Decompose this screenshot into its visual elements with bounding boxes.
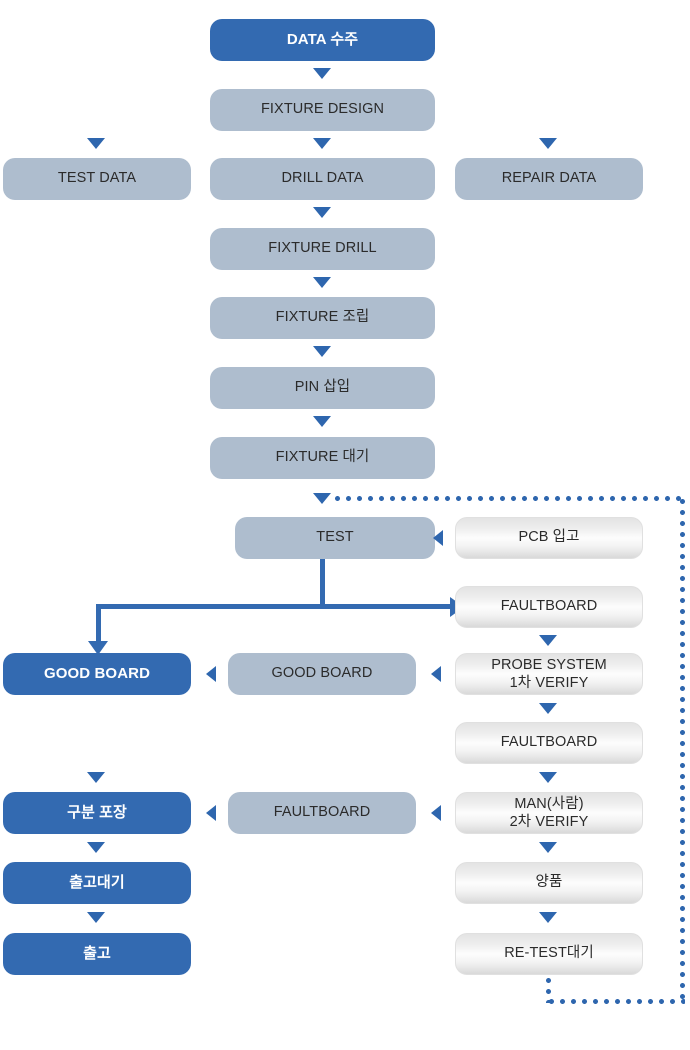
arrow-down-icon — [313, 277, 331, 288]
node-label: DATA 수주 — [286, 31, 359, 49]
node-label: FIXTURE 대기 — [275, 449, 370, 466]
node-faultboard-1[interactable]: FAULTBOARD — [455, 586, 643, 628]
arrow-down-icon — [87, 842, 105, 853]
arrow-down-icon — [539, 842, 557, 853]
node-label: FIXTURE DESIGN — [260, 101, 385, 118]
node-label: 구분 포장 — [67, 804, 127, 822]
node-label: FAULTBOARD — [500, 598, 598, 615]
node-label: PROBE SYSTEM 1차 VERIFY — [491, 656, 607, 691]
arrow-down-icon — [87, 772, 105, 783]
arrow-down-icon — [539, 772, 557, 783]
node-label: 출고대기 — [69, 874, 125, 892]
node-good-board-out[interactable]: GOOD BOARD — [3, 653, 191, 695]
node-good-board-mid[interactable]: GOOD BOARD — [228, 653, 416, 695]
node-test[interactable]: TEST — [235, 517, 435, 559]
node-label: FIXTURE 조립 — [275, 309, 370, 326]
arrow-down-icon — [313, 416, 331, 427]
node-faultboard-2[interactable]: FAULTBOARD — [455, 722, 643, 764]
node-label: TEST DATA — [57, 170, 137, 187]
connector-test-split-horizontal — [96, 604, 454, 609]
feedback-dotted-right-rail — [680, 496, 685, 1004]
node-pin-insert[interactable]: PIN 삽입 — [210, 367, 435, 409]
arrow-left-icon — [431, 805, 441, 821]
node-label: PIN 삽입 — [294, 379, 351, 396]
arrow-down-icon — [313, 493, 331, 504]
node-label: GOOD BOARD — [271, 665, 373, 682]
arrow-down-icon — [539, 703, 557, 714]
node-label: REPAIR DATA — [501, 170, 597, 187]
arrow-down-icon — [539, 912, 557, 923]
node-label: TEST — [316, 529, 354, 546]
node-label: RE-TEST대기 — [504, 945, 594, 962]
arrow-head-down-icon — [88, 641, 108, 655]
feedback-dotted-top — [332, 496, 685, 501]
node-pcb-incoming[interactable]: PCB 입고 — [455, 517, 643, 559]
node-sort-packing[interactable]: 구분 포장 — [3, 792, 191, 834]
feedback-dotted-stub — [546, 975, 551, 1003]
node-retest-standby[interactable]: RE-TEST대기 — [455, 933, 643, 975]
arrow-down-icon — [539, 138, 557, 149]
node-label: 양품 — [535, 874, 563, 891]
node-test-data[interactable]: TEST DATA — [3, 158, 191, 200]
node-ship-standby[interactable]: 출고대기 — [3, 862, 191, 904]
node-fixture-standby[interactable]: FIXTURE 대기 — [210, 437, 435, 479]
node-label: PCB 입고 — [518, 529, 580, 546]
arrow-down-icon — [539, 635, 557, 646]
node-label: FIXTURE DRILL — [268, 240, 377, 257]
node-man-verify[interactable]: MAN(사람) 2차 VERIFY — [455, 792, 643, 834]
node-label: MAN(사람) 2차 VERIFY — [509, 795, 589, 830]
node-faultboard-mid[interactable]: FAULTBOARD — [228, 792, 416, 834]
node-data-receipt[interactable]: DATA 수주 — [210, 19, 435, 61]
node-fixture-design[interactable]: FIXTURE DESIGN — [210, 89, 435, 131]
node-label: 출고 — [83, 945, 111, 963]
arrow-left-icon — [206, 805, 216, 821]
arrow-down-icon — [313, 207, 331, 218]
node-label: GOOD BOARD — [44, 665, 150, 683]
node-repair-data[interactable]: REPAIR DATA — [455, 158, 643, 200]
connector-to-good-board — [96, 604, 101, 646]
arrow-down-icon — [313, 68, 331, 79]
node-label: FAULTBOARD — [273, 804, 371, 821]
node-label: DRILL DATA — [281, 170, 364, 187]
node-ship-out[interactable]: 출고 — [3, 933, 191, 975]
arrow-down-icon — [87, 138, 105, 149]
arrow-left-icon — [431, 666, 441, 682]
node-drill-data[interactable]: DRILL DATA — [210, 158, 435, 200]
node-probe-system-verify[interactable]: PROBE SYSTEM 1차 VERIFY — [455, 653, 643, 695]
arrow-left-icon — [433, 530, 443, 546]
node-fixture-drill[interactable]: FIXTURE DRILL — [210, 228, 435, 270]
arrow-left-icon — [206, 666, 216, 682]
arrow-down-icon — [313, 346, 331, 357]
arrow-down-icon — [87, 912, 105, 923]
node-good-product[interactable]: 양품 — [455, 862, 643, 904]
feedback-dotted-bottom — [546, 999, 685, 1004]
arrow-down-icon — [313, 138, 331, 149]
node-label: FAULTBOARD — [500, 734, 598, 751]
connector-test-down — [320, 559, 325, 607]
node-fixture-assembly[interactable]: FIXTURE 조립 — [210, 297, 435, 339]
